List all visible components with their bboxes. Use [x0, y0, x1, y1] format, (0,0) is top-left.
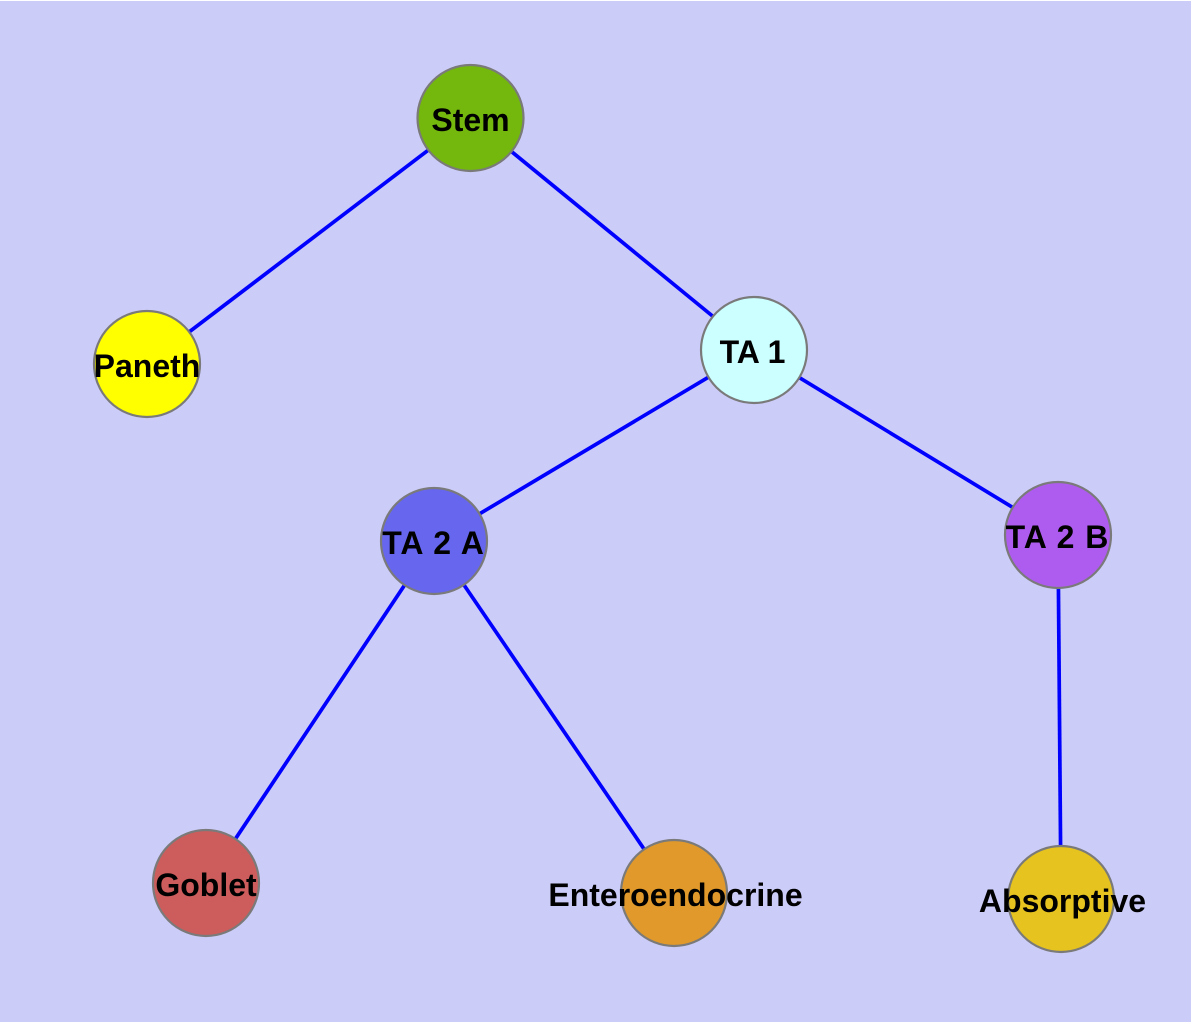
svg-text:Paneth: Paneth: [94, 348, 201, 384]
svg-text:Stem: Stem: [431, 102, 509, 138]
svg-text:TA 2 A: TA 2 A: [382, 525, 485, 561]
svg-text:TA 1: TA 1: [720, 334, 786, 370]
svg-text:Enteroendocrine: Enteroendocrine: [548, 877, 802, 913]
svg-text:Absorptive: Absorptive: [979, 883, 1146, 919]
svg-text:Goblet: Goblet: [155, 867, 257, 903]
svg-text:TA 2 B: TA 2 B: [1006, 519, 1110, 555]
